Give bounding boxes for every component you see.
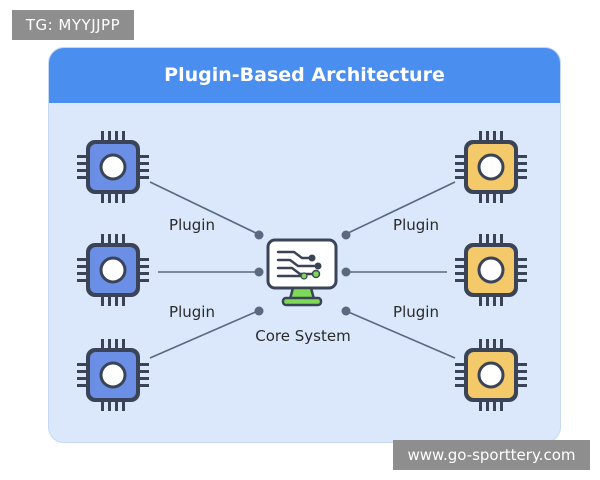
plugin-label: Plugin [169, 216, 215, 234]
watermark: www.go-sporttery.com [393, 440, 590, 470]
connector-line [345, 310, 456, 359]
connector-dot [341, 306, 351, 316]
connector-dot [254, 306, 264, 316]
plugin-chip-blue-icon [77, 339, 149, 411]
connector-line [345, 181, 456, 235]
connector-dot [341, 267, 351, 277]
plugin-chip-orange-icon [455, 131, 527, 203]
card-title: Plugin-Based Architecture [49, 48, 560, 103]
plugin-label: Plugin [393, 216, 439, 234]
connector-line [149, 181, 259, 235]
plugin-chip-orange-icon [455, 339, 527, 411]
connector-lines [149, 181, 456, 359]
plugin-chip-blue-icon [77, 234, 149, 306]
plugin-label: Plugin [393, 303, 439, 321]
connector-line [149, 310, 259, 359]
connector-dot [254, 230, 264, 240]
connector-dot [254, 267, 264, 277]
connector-dot [341, 230, 351, 240]
core-system-monitor-icon [266, 238, 338, 307]
plugin-label: Plugin [169, 303, 215, 321]
plugin-chip-orange-icon [455, 234, 527, 306]
core-system-label: Core System [255, 327, 350, 345]
corner-tag: TG: MYYJJPP [12, 10, 134, 40]
connector-dots [254, 230, 351, 316]
plugin-chip-blue-icon [77, 131, 149, 203]
